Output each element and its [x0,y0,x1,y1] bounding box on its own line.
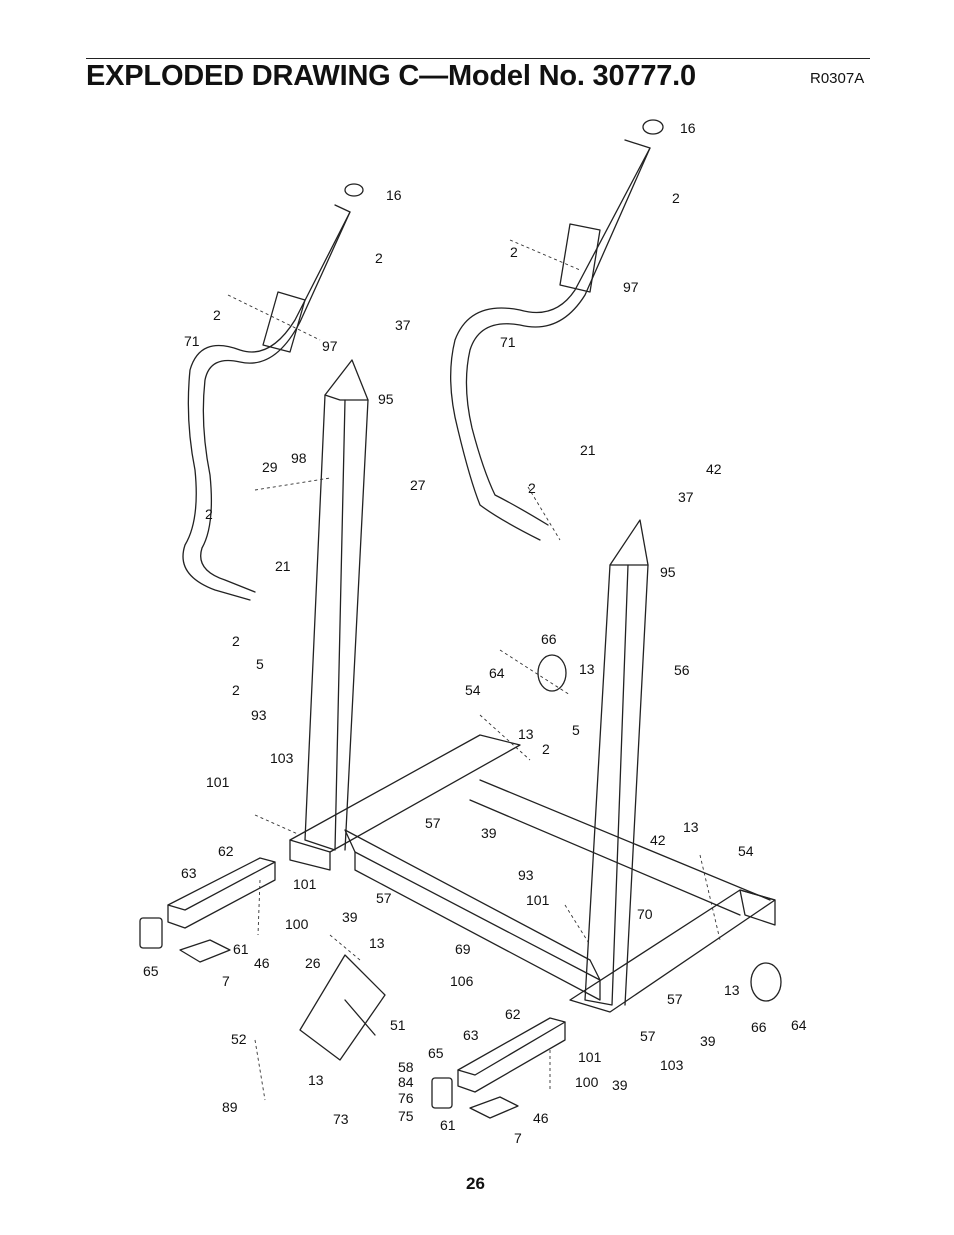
part-callout-label: 2 [510,244,518,260]
part-callout-label: 64 [791,1017,807,1033]
part-callout-label: 71 [184,333,200,349]
leader-lines [227,239,721,1101]
part-callout-label: 61 [233,941,249,957]
part-callout-label: 42 [706,461,722,477]
part-callout-label: 100 [575,1074,599,1090]
part-callout-label: 61 [440,1117,456,1133]
part-callout-label: 2 [542,741,550,757]
part-callout-label: 21 [580,442,596,458]
page-title: EXPLODED DRAWING C—Model No. 30777.0 [86,60,696,92]
part-callout-label: 54 [738,843,754,859]
part-callout-label: 39 [612,1077,628,1093]
part-callout-label: 5 [572,722,580,738]
part-callout-label: 13 [724,982,740,998]
drawing-linework [139,119,782,1119]
part-callout-label: 101 [526,892,550,908]
part-callout-label: 21 [275,558,291,574]
part-callout-label: 69 [455,941,471,957]
part-callout-label: 106 [450,973,474,989]
part-callout-label: 64 [489,665,505,681]
part-callout-label: 71 [500,334,516,350]
part-callout-label: 13 [683,819,699,835]
part-callout-label: 7 [222,973,230,989]
part-callout-label: 2 [672,190,680,206]
part-callout-label: 13 [308,1072,324,1088]
part-callout-label: 101 [578,1049,602,1065]
part-callout-label: 97 [322,338,338,354]
part-callout-label: 5 [256,656,264,672]
part-callout-label: 84 [398,1074,414,1090]
part-callout-label: 2 [213,307,221,323]
part-callout-label: 39 [481,825,497,841]
part-callout-label: 103 [270,750,294,766]
part-callout-label: 13 [518,726,534,742]
part-callout-label: 27 [410,477,426,493]
part-callout-label: 2 [528,480,536,496]
part-callout-label: 95 [660,564,676,580]
part-callout-label: 65 [143,963,159,979]
part-callout-label: 93 [251,707,267,723]
part-callout-label: 39 [700,1033,716,1049]
part-callout-label: 26 [305,955,321,971]
part-callout-label: 98 [291,450,307,466]
part-callout-label: 62 [218,843,234,859]
part-callout-label: 101 [206,774,230,790]
part-callout-label: 103 [660,1057,684,1073]
part-callout-label: 56 [674,662,690,678]
part-callout-label: 93 [518,867,534,883]
part-callout-label: 2 [375,250,383,266]
header-rule [86,58,870,59]
part-callout-label: 39 [342,909,358,925]
part-callout-label: 100 [285,916,309,932]
part-callout-label: 37 [395,317,411,333]
part-callout-label: 13 [579,661,595,677]
part-callout-label: 57 [640,1028,656,1044]
callout-labels: 1622977137959829227212529310310116229771… [143,120,807,1146]
part-callout-label: 62 [505,1006,521,1022]
part-callout-label: 63 [463,1027,479,1043]
part-callout-label: 66 [751,1019,767,1035]
part-callout-label: 7 [514,1130,522,1146]
part-callout-label: 76 [398,1090,414,1106]
part-callout-label: 95 [378,391,394,407]
part-callout-label: 97 [623,279,639,295]
part-callout-label: 52 [231,1031,247,1047]
part-callout-label: 58 [398,1059,414,1075]
part-callout-label: 13 [369,935,385,951]
page-number: 26 [466,1174,485,1193]
part-callout-label: 2 [205,506,213,522]
part-callout-label: 2 [232,633,240,649]
part-callout-label: 75 [398,1108,414,1124]
part-callout-label: 42 [650,832,666,848]
part-callout-label: 65 [428,1045,444,1061]
part-callout-label: 66 [541,631,557,647]
drawing-ref-code: R0307A [810,70,865,87]
part-callout-label: 37 [678,489,694,505]
part-callout-label: 16 [680,120,696,136]
part-callout-label: 63 [181,865,197,881]
part-callout-label: 51 [390,1017,406,1033]
part-callout-label: 73 [333,1111,349,1127]
part-callout-label: 70 [637,906,653,922]
part-callout-label: 54 [465,682,481,698]
part-callout-label: 89 [222,1099,238,1115]
part-callout-label: 46 [533,1110,549,1126]
part-callout-label: 29 [262,459,278,475]
part-callout-label: 57 [667,991,683,1007]
part-callout-label: 46 [254,955,270,971]
part-callout-label: 16 [386,187,402,203]
part-callout-label: 2 [232,682,240,698]
part-callout-label: 57 [425,815,441,831]
part-callout-label: 57 [376,890,392,906]
part-callout-label: 101 [293,876,317,892]
